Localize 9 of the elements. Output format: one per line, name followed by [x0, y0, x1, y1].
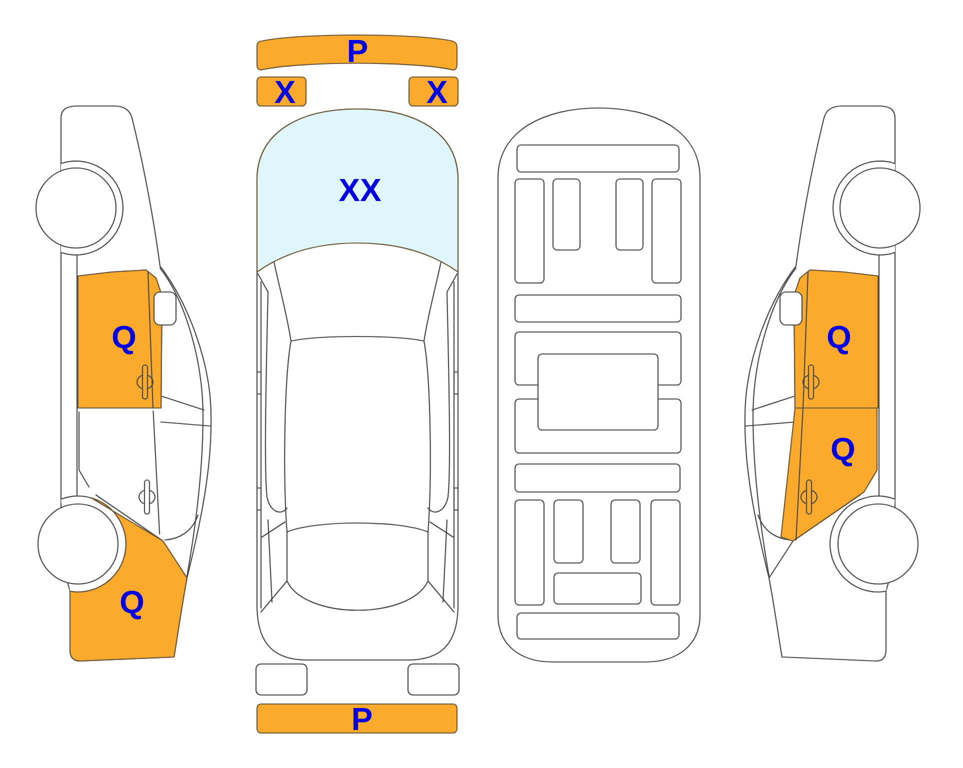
lamp: X: [256, 76, 307, 107]
lamp: X: [408, 76, 459, 107]
windshield: XX: [256, 108, 459, 273]
bumper: P: [256, 703, 458, 734]
door-panel: Q: [77, 269, 163, 409]
door-panel: Q: [793, 269, 879, 409]
fender-panel: Q: [69, 497, 188, 662]
bumper: P: [256, 34, 458, 71]
door-panel: Q: [780, 407, 878, 542]
